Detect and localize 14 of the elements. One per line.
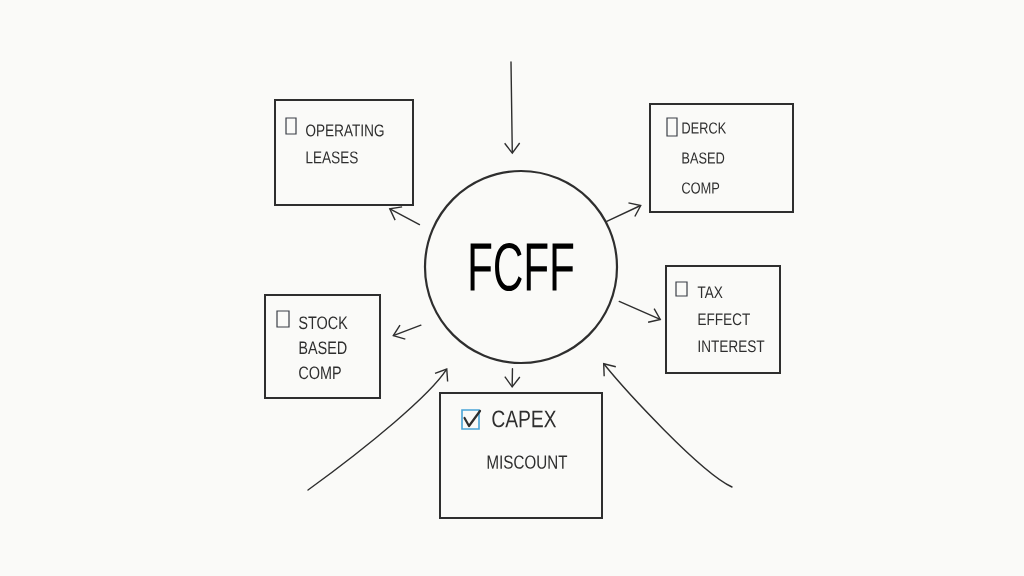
text-box: DERCK BASED COMP [649,103,794,213]
arrow [504,368,521,388]
text-box: OPERATING LEASES [274,99,414,206]
arrow [618,300,662,323]
arrow [503,61,521,155]
arrow [606,202,642,223]
text-box: CAPEX MISCOUNT [439,392,603,519]
arrow [388,206,421,226]
curved-arrow [307,368,449,491]
curved-arrow [602,362,733,488]
arrow [392,324,422,340]
circle-node: FCFF [423,169,619,365]
text-box: TAX EFFECT INTEREST [665,265,781,374]
text-box: STOCK BASED COMP [264,294,381,399]
